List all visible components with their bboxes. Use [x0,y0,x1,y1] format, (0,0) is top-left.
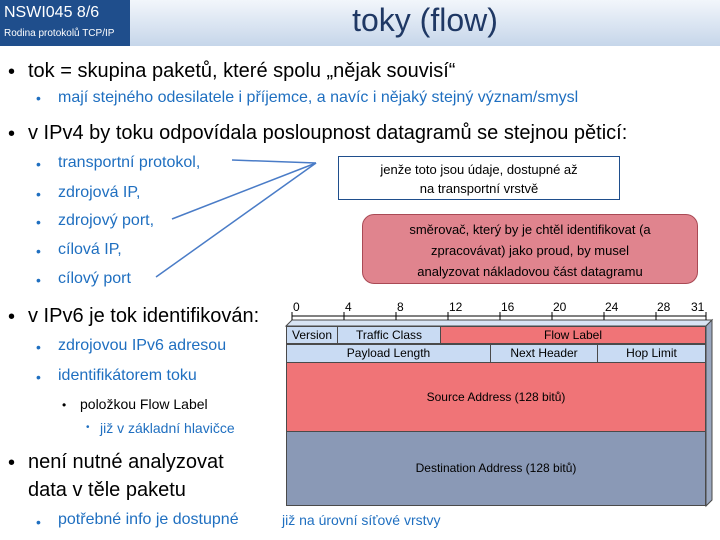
bullet-dot-icon: • [36,90,41,106]
callout-transport-layer: jenže toto jsou údaje, dostupné až na tr… [338,156,620,200]
field-payload-length: Payload Length [286,344,491,363]
field-hop-limit: Hop Limit [597,344,706,363]
field-version: Version [286,326,338,344]
bullet-dot-icon: • [36,272,41,288]
ruler-label: 16 [501,300,515,314]
field-traffic-class: Traffic Class [337,326,441,344]
bullet-no-payload-line-2: data v těle paketu [28,479,186,501]
ruler-label: 28 [657,300,671,314]
course-subtitle: Rodina protokolů TCP/IP [4,28,115,39]
header-side-face [705,318,713,508]
bullet-dot-icon: • [36,186,41,202]
ruler-label: 12 [449,300,463,314]
list-item-source-ipv6: zdrojovou IPv6 adresou [58,337,227,354]
ruler-label: 0 [293,300,300,314]
bullet-dot-icon: • [36,214,41,230]
callout-transport-line-1: jenže toto jsou údaje, dostupné až [380,162,578,177]
list-item-flow-identifier: identifikátorem toku [58,367,197,384]
bullet-dot-icon: • [8,306,16,328]
bullet-no-payload-line-1: není nutné analyzovat [28,451,224,473]
list-item-destination-ip: cílová IP, [58,241,122,258]
list-item-source-ip: zdrojová IP, [58,184,141,201]
field-next-header: Next Header [490,344,598,363]
list-item-base-header: již v základní hlavičce [100,420,235,436]
ruler-label: 4 [345,300,352,314]
bullet-dot-icon: • [62,398,67,412]
bullet-dot-icon: • [36,514,41,530]
course-code: NSWI045 8/6 [4,4,100,21]
list-item-info-available: potřebné info je dostupné [58,511,239,528]
ruler-label: 20 [553,300,567,314]
bullet-flow-definition-sub: mají stejného odesilatele i příjemce, a … [58,89,579,106]
slide-title: toky (flow) [352,2,498,38]
callout-router-warning: směrovač, který by je chtěl identifikova… [362,214,698,284]
title-bar [130,0,720,46]
course-badge: NSWI045 8/6 Rodina protokolů TCP/IP [0,0,130,46]
bullet-flow-definition: tok = skupina paketů, které spolu „nějak… [28,60,456,82]
list-item-transport-protocol: transportní protokol, [58,154,201,171]
list-item-destination-port: cílový port [58,270,131,287]
bullet-dot-icon: • [8,61,16,83]
ruler-label: 24 [605,300,619,314]
bullet-ipv4-flow: v IPv4 by toku odpovídala posloupnost da… [28,122,628,144]
field-destination-address: Destination Address (128 bitů) [286,431,706,506]
callout-transport-line-2: na transportní vrstvě [419,181,539,196]
bullet-dot-icon: • [36,243,41,259]
connector-line [171,162,317,220]
list-item-flow-label-field: položkou Flow Label [80,396,208,412]
ruler-label: 31 [691,300,705,314]
field-flow-label: Flow Label [440,326,706,344]
callout-router-line-2: zpracovávat) jako proud, by musel [431,243,629,258]
connector-line [155,162,317,278]
bullet-dot-icon: • [8,452,16,474]
bullet-dot-icon: • [36,339,41,355]
bullet-dot-icon: • [36,369,41,385]
bullet-dot-icon: • [36,156,41,172]
connector-line [231,159,317,164]
bullet-ipv6-flow: v IPv6 je tok identifikován: [28,305,260,327]
callout-router-line-3: analyzovat nákladovou část datagramu [417,264,643,279]
info-available-tail: již na úrovní síťové vrstvy [282,512,441,528]
list-item-source-port: zdrojový port, [58,212,155,229]
bullet-dot-icon: • [8,123,16,145]
field-source-address: Source Address (128 bitů) [286,362,706,432]
ruler-label: 8 [397,300,404,314]
bullet-dot-icon: • [86,422,90,433]
callout-router-line-1: směrovač, který by je chtěl identifikova… [409,222,651,237]
